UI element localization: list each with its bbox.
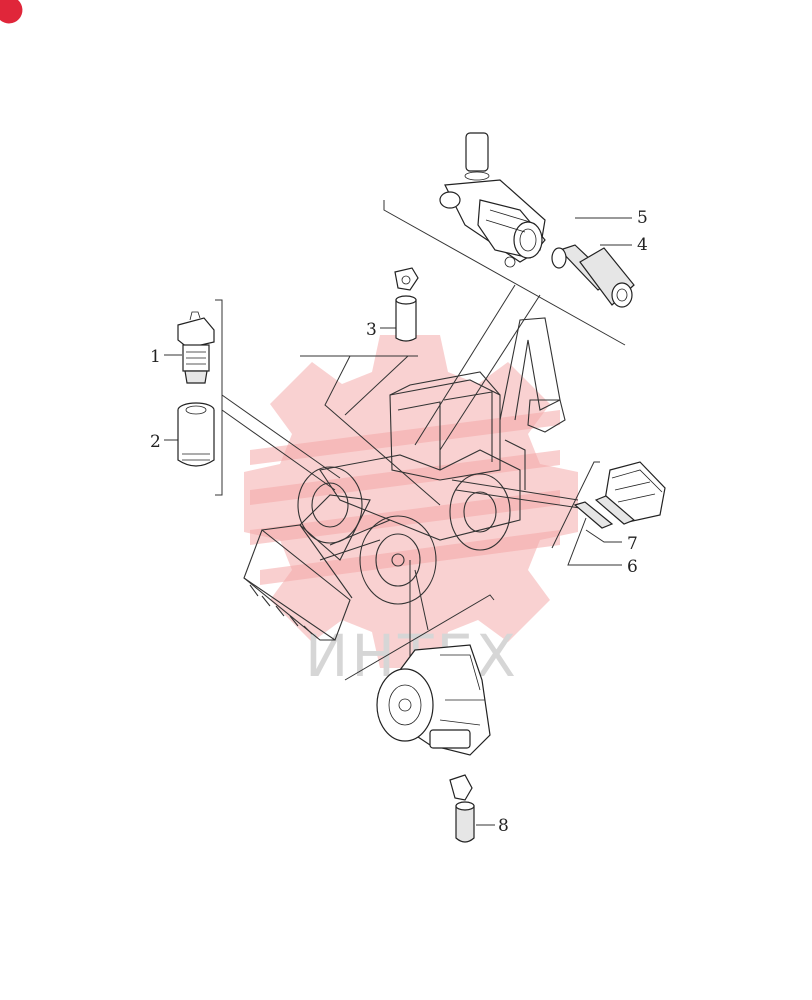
callout-4: 4 [637,235,648,255]
part-7-cab-filter [594,495,636,525]
part-6-cab-filter [573,501,614,529]
watermark-stripes [250,410,560,585]
part-3-fuel-filter [394,267,419,342]
backhoe-loader [243,317,566,641]
air-filter-housing [439,132,546,268]
transmission [376,644,491,756]
callout-7: 7 [627,534,638,554]
callout-8: 8 [498,816,509,836]
callout-2: 2 [150,432,161,452]
callout-5: 5 [637,208,648,228]
leader-lines [164,200,632,826]
corner-badge [0,0,23,24]
watermark-gear-icon [244,335,578,668]
part-4-outer-air-element [579,247,635,308]
callout-3: 3 [366,320,377,340]
callout-1: 1 [150,347,161,367]
part-2-spin-on-filter [177,402,215,467]
callout-6: 6 [627,557,638,577]
part-1-fuel-prefilter [177,311,215,384]
part-8-hydraulic-filter [449,774,475,843]
